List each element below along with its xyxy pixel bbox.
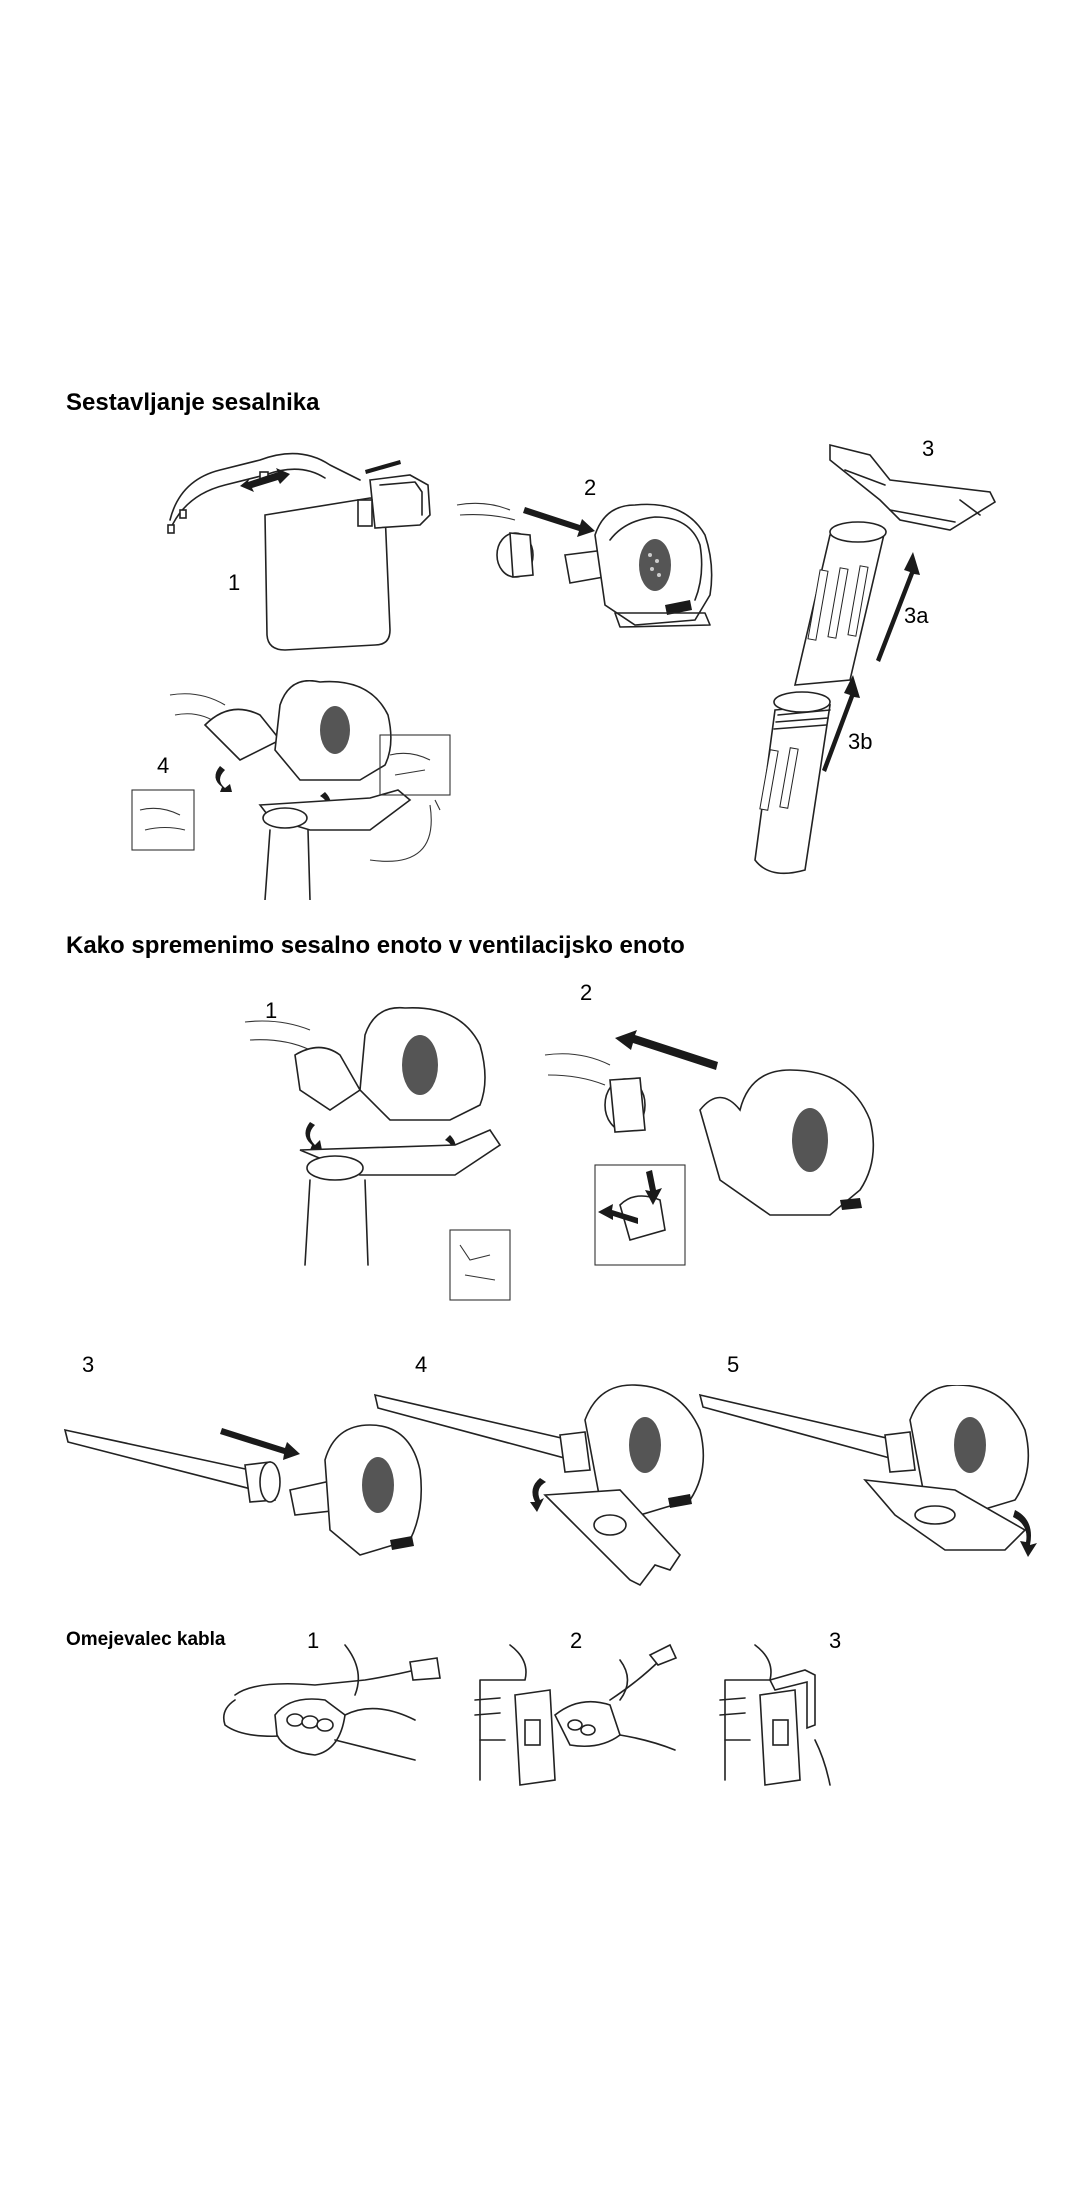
cable-step-label-1: 1	[307, 1628, 320, 1653]
cable-step-label-2: 2	[570, 1628, 583, 1653]
conv-step-label-4: 4	[415, 1352, 428, 1377]
illustration-blower-nozzle-attach	[130, 680, 460, 900]
conv-step-label-1: 1	[265, 998, 278, 1023]
illustration-lock-nozzle	[695, 1385, 1050, 1585]
step-label-1: 1	[228, 570, 241, 595]
conv-step-label-3: 3	[82, 1352, 95, 1377]
illustration-cable-secured	[715, 1640, 845, 1790]
illustration-cable-loop	[215, 1640, 445, 1770]
illustration-cable-hook	[470, 1640, 680, 1790]
step-label-4: 4	[157, 753, 170, 778]
step-label-2: 2	[584, 475, 597, 500]
illustration-remove-tube	[240, 1000, 525, 1305]
conv-step-label-5: 5	[727, 1352, 740, 1377]
section-title-assembly: Sestavljanje sesalnika	[66, 389, 320, 416]
illustration-detach-vacuum-tube	[540, 1030, 890, 1270]
step-label-3a: 3a	[904, 603, 929, 628]
step-label-3: 3	[922, 436, 935, 461]
illustration-blower-tube-insert	[455, 495, 725, 640]
conv-step-label-2: 2	[580, 980, 593, 1005]
section-title-conversion: Kako spremenimo sesalno enoto v ventilac…	[66, 932, 685, 959]
section-title-cable: Omejevalec kabla	[66, 1629, 226, 1650]
cable-step-label-3: 3	[829, 1628, 842, 1653]
illustration-attach-blow-tube	[60, 1380, 430, 1580]
step-label-3b: 3b	[848, 729, 873, 754]
illustration-tube-assembly	[710, 440, 1000, 880]
illustration-lower-nozzle	[370, 1380, 720, 1595]
illustration-bag-assembly	[160, 440, 440, 660]
